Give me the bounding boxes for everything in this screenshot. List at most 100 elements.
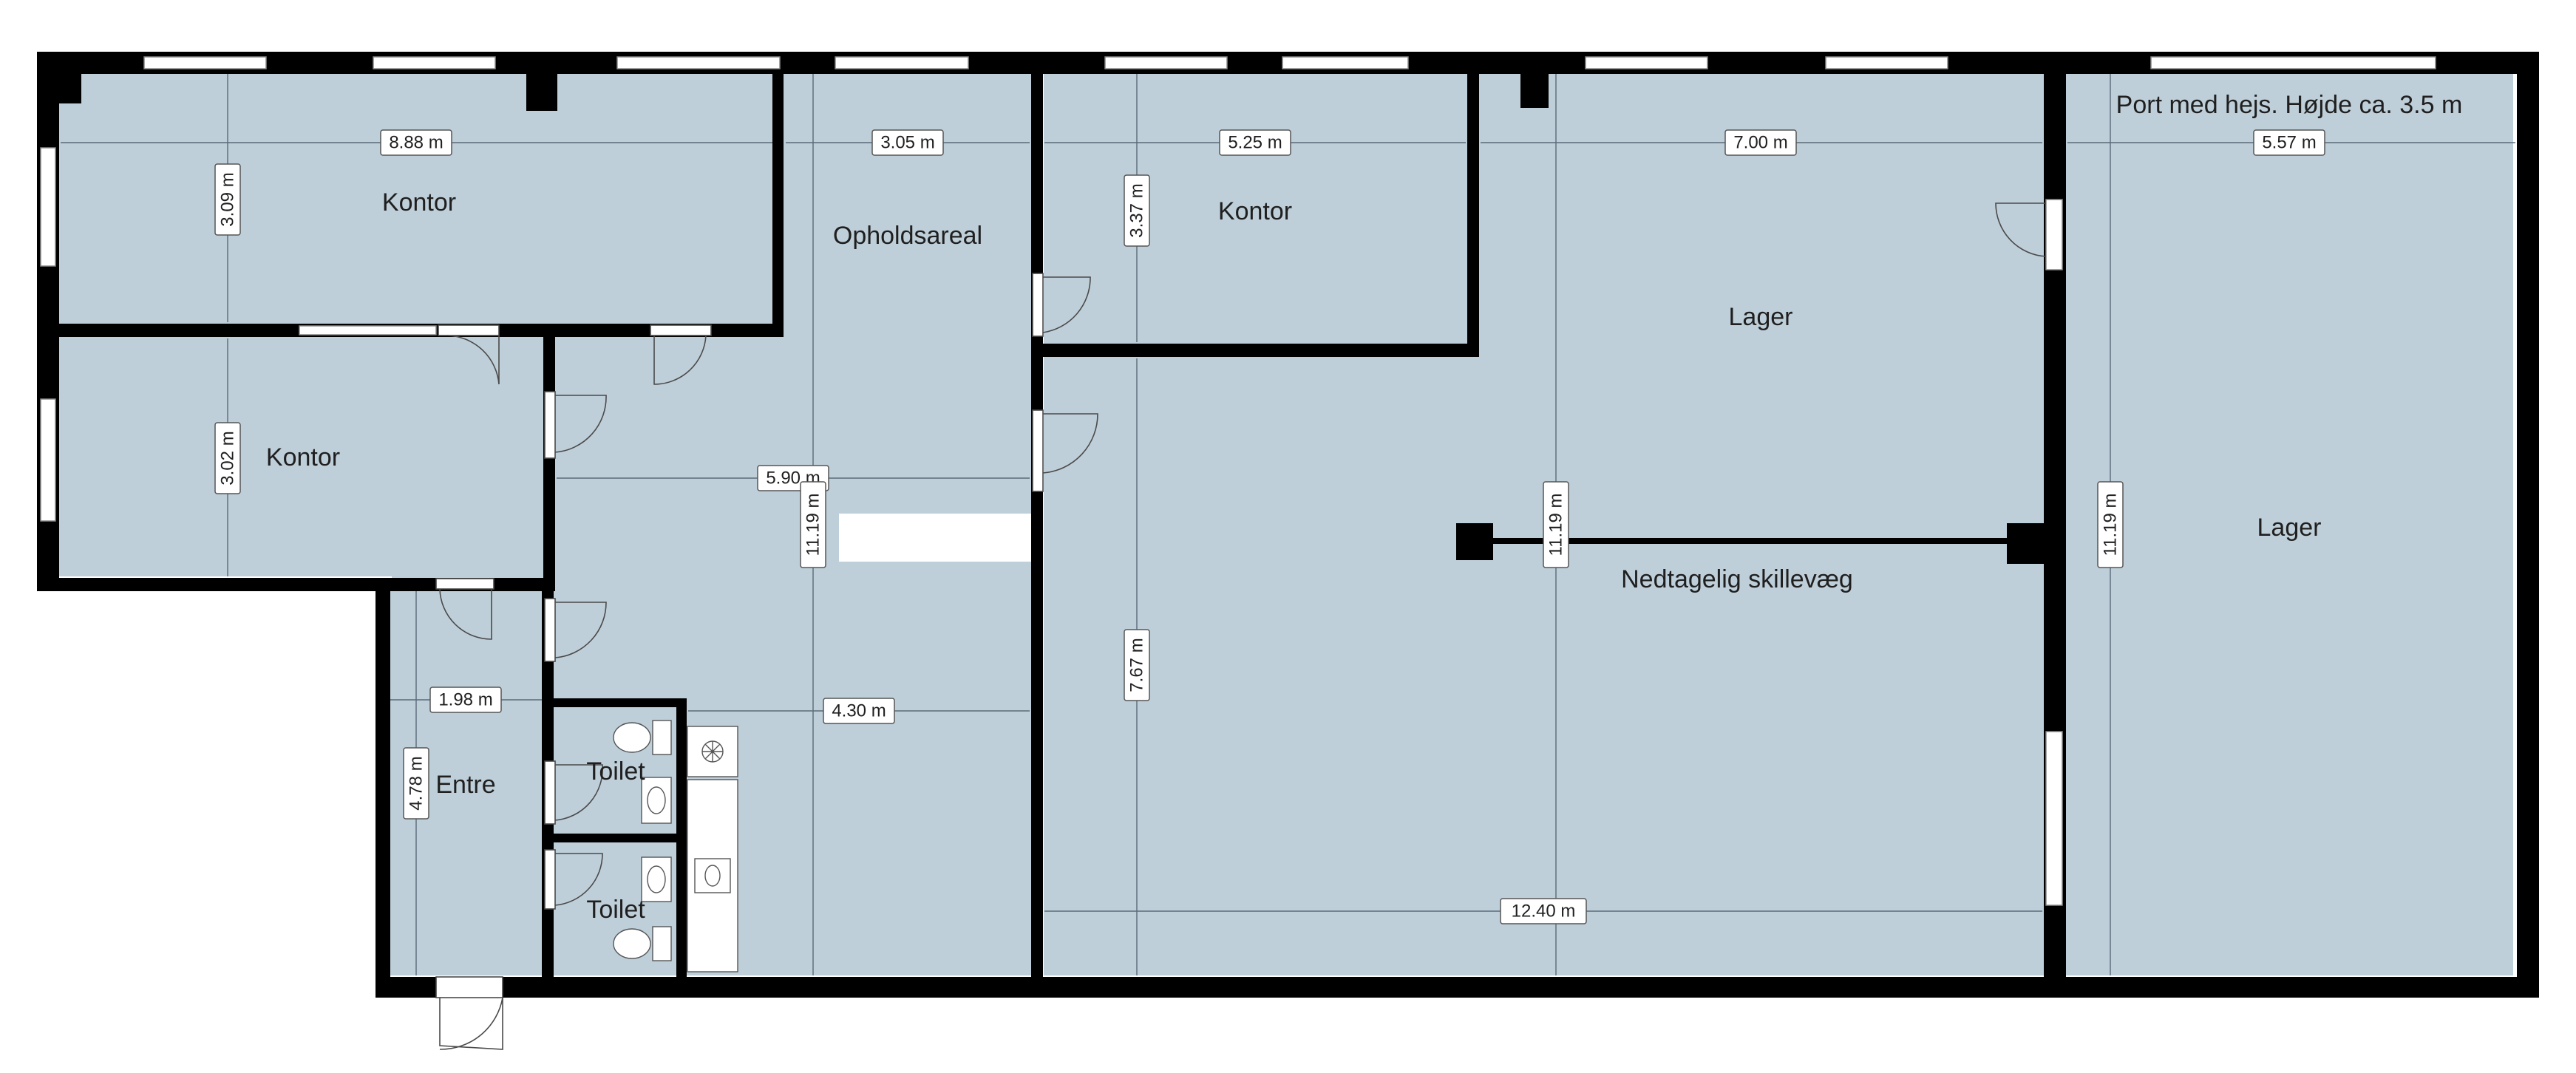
dimension-text: 3.02 m xyxy=(218,431,238,485)
room-label-toilet-2: Toilet xyxy=(586,896,645,924)
room-label-opholdsareal: Opholdsareal xyxy=(833,222,982,250)
door-swing-icon xyxy=(435,976,503,1050)
dimension-text: 1.98 m xyxy=(438,690,492,710)
dimension-label: 7.67 m xyxy=(1124,629,1150,701)
fixtures xyxy=(613,720,738,972)
door-swing-icon xyxy=(544,849,603,910)
annotation-port: Port med hejs. Højde ca. 3.5 m xyxy=(2116,91,2463,119)
wall-right xyxy=(2517,52,2539,998)
door-swing-icon xyxy=(544,760,603,825)
window-icon xyxy=(299,325,437,335)
dimension-label: 4.78 m xyxy=(403,747,429,820)
room-opholdsareal-lower-floor xyxy=(553,324,1035,975)
dimension-label: 11.19 m xyxy=(2097,481,2124,568)
window-icon xyxy=(40,147,56,267)
window-icon xyxy=(1825,56,1948,69)
dimension-text: 3.09 m xyxy=(218,172,238,226)
room-lager-main-floor xyxy=(1044,355,2045,975)
dimension-text: 8.88 m xyxy=(389,133,443,153)
wall-bottom xyxy=(375,977,2539,998)
dimension-text: 3.05 m xyxy=(880,133,934,153)
window-icon xyxy=(616,56,781,69)
room-lager-right-floor xyxy=(2066,72,2513,975)
dimension-text: 11.19 m xyxy=(1546,494,1566,556)
wall-toilet-right xyxy=(676,698,687,979)
dimension-label: 7.00 m xyxy=(1724,129,1797,156)
door-swing-icon xyxy=(1032,273,1091,337)
dimension-text: 11.19 m xyxy=(2101,494,2121,556)
dimension-label: 11.19 m xyxy=(800,481,826,568)
window-icon xyxy=(835,56,969,69)
counter xyxy=(839,514,1031,562)
dimension-label: 12.40 m xyxy=(1500,898,1587,924)
room-label-lager-2: Lager xyxy=(2257,514,2322,542)
door-swing-icon xyxy=(650,324,712,385)
room-label-kontor-left: Kontor xyxy=(266,443,340,471)
dimension-label: 4.30 m xyxy=(823,698,895,724)
wall-kontor-mid-bottom xyxy=(1031,344,1478,357)
window-icon xyxy=(373,56,496,69)
pillar xyxy=(526,72,557,111)
sink-icon xyxy=(641,777,672,824)
window-icon xyxy=(2150,56,2436,69)
door-swing-icon xyxy=(544,391,607,459)
dimension-label: 3.02 m xyxy=(214,422,241,494)
room-label-kontor-top: Kontor xyxy=(382,188,456,217)
dimension-text: 4.30 m xyxy=(832,701,886,721)
dimension-label: 11.19 m xyxy=(1543,481,1569,568)
wall-kontor-left-bottom xyxy=(37,578,554,591)
room-label-kontor-mid: Kontor xyxy=(1218,197,1292,225)
fan-icon xyxy=(687,726,738,777)
dimension-label: 5.57 m xyxy=(2253,129,2325,156)
wall-kontor-top-right xyxy=(772,72,784,337)
window-icon xyxy=(1282,56,1409,69)
room-lager-upper-floor xyxy=(1478,72,2045,361)
room-labels: Kontor Opholdsareal Kontor Kontor Lager … xyxy=(266,91,2462,924)
removable-partition xyxy=(1486,538,2014,544)
dimension-text: 7.67 m xyxy=(1127,638,1147,692)
wall-kontor-mid-right xyxy=(1467,72,1479,357)
wall-entre-left xyxy=(375,578,390,998)
room-label-entre: Entre xyxy=(435,771,495,799)
wall-kontor-left-right xyxy=(543,329,555,591)
dimension-text: 5.57 m xyxy=(2262,133,2316,153)
dimension-label: 5.25 m xyxy=(1219,129,1291,156)
dimension-label: 3.37 m xyxy=(1124,174,1150,247)
dimension-text: 5.25 m xyxy=(1228,133,1282,153)
room-label-toilet-1: Toilet xyxy=(586,757,645,786)
dimension-label: 1.98 m xyxy=(429,687,502,713)
pillar xyxy=(1520,72,1549,108)
dimension-label: 8.88 m xyxy=(380,129,452,156)
door-swing-icon xyxy=(438,324,500,385)
dimension-text: 3.37 m xyxy=(1127,183,1147,237)
sink-icon xyxy=(641,856,672,902)
door-swing-icon xyxy=(435,578,495,640)
dimension-text: 4.78 m xyxy=(407,756,426,810)
annotation-skillevaeg: Nedtagelig skillevæg xyxy=(1621,565,1853,593)
dimension-label: 3.05 m xyxy=(871,129,944,156)
wall-toilet-mid xyxy=(554,834,687,842)
toilet-icon xyxy=(613,720,672,755)
room-kontor-mid-floor xyxy=(1044,72,1472,346)
dimension-text: 11.19 m xyxy=(803,494,823,556)
window-icon xyxy=(2045,731,2063,906)
kitchen-counter xyxy=(687,779,738,972)
toilet-icon xyxy=(613,926,672,961)
dimension-label: 3.09 m xyxy=(214,163,241,236)
wall-opholdsareal-right xyxy=(1031,72,1043,978)
window-icon xyxy=(1585,56,1708,69)
dimension-labels: 8.88 m 3.05 m 5.25 m 7.00 m 5.57 m 5.90 … xyxy=(214,129,2325,924)
door-swing-icon xyxy=(1995,202,2047,257)
window-icon xyxy=(2045,199,2063,270)
doors xyxy=(435,202,2047,1050)
pillar xyxy=(59,72,81,103)
wall-toilet-top xyxy=(554,698,687,707)
window-icon xyxy=(1104,56,1228,69)
room-label-lager-1: Lager xyxy=(1729,303,1793,331)
dimension-text: 12.40 m xyxy=(1512,902,1576,922)
windows xyxy=(40,56,2436,906)
dimension-text: 7.00 m xyxy=(1733,133,1787,153)
door-swing-icon xyxy=(544,598,607,662)
door-swing-icon xyxy=(1032,409,1098,492)
